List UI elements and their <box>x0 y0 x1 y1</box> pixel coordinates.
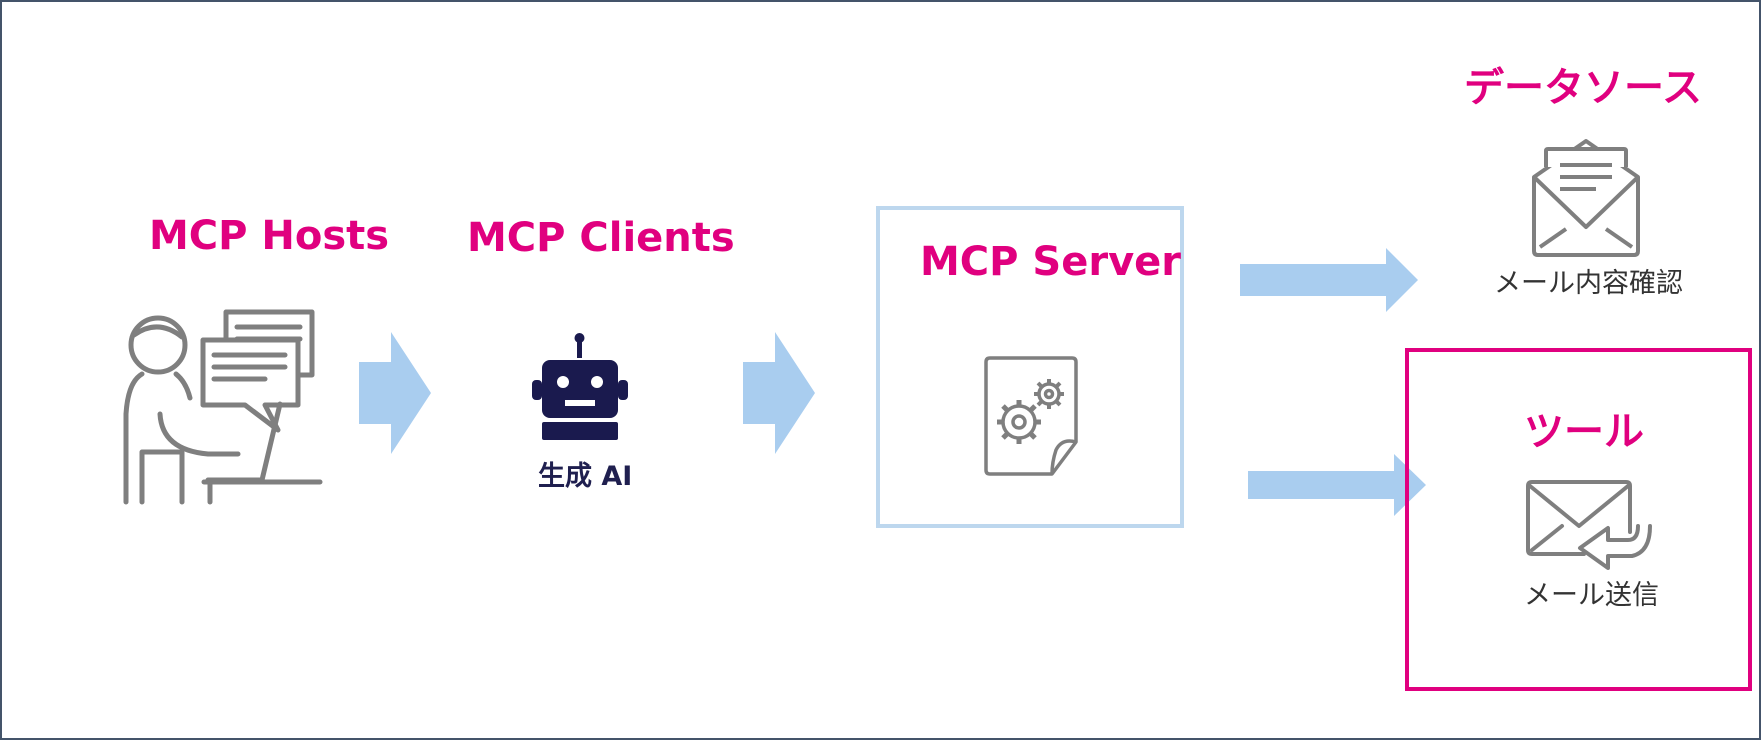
tool-box <box>1405 348 1752 691</box>
tool-item-label: メール送信 <box>1524 580 1659 611</box>
hosts-label: MCP Hosts <box>149 213 390 259</box>
datasource-item-label: メール内容確認 <box>1494 268 1683 299</box>
tool-label: ツール <box>1524 409 1644 455</box>
clients-label: MCP Clients <box>467 215 735 261</box>
server-label: MCP Server <box>920 239 1181 285</box>
person-chat-icon <box>123 309 323 505</box>
server-box <box>876 206 1184 528</box>
arrow-right-icon <box>1248 454 1426 516</box>
datasource-label: データソース <box>1464 65 1702 111</box>
send-mail-icon <box>1526 480 1652 570</box>
robot-icon <box>532 333 628 440</box>
open-envelope-icon <box>1532 139 1640 257</box>
arrow-right-icon <box>359 332 431 454</box>
generative-ai-label: 生成 AI <box>538 461 633 492</box>
arrow-right-icon <box>743 332 815 454</box>
arrow-right-icon <box>1240 248 1418 312</box>
document-gears-icon <box>984 356 1078 476</box>
